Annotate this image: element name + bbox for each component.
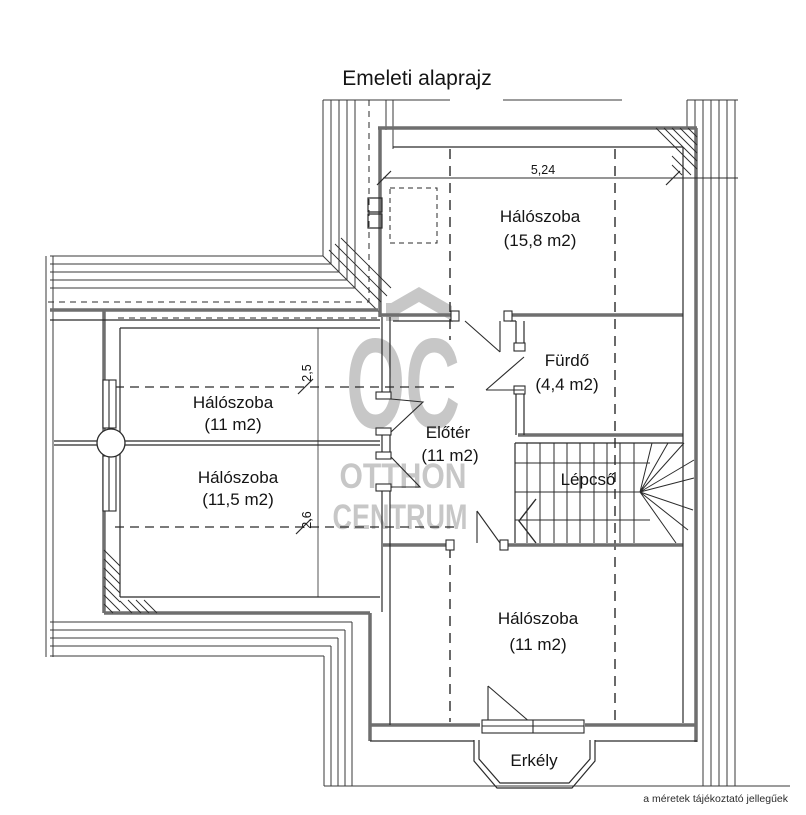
hatch-bottom-left-corner	[103, 549, 158, 614]
label-bedroom-left-upper-name: Hálószoba	[193, 393, 274, 412]
watermark-line2: CENTRUM	[333, 498, 468, 537]
footer-disclaimer: a méretek tájékoztató jellegűek	[643, 793, 788, 805]
doors-windows	[96, 310, 585, 734]
labels: Emeleti alaprajz Hálószoba (15,8 m2) Für…	[193, 67, 789, 805]
label-staircase: Lépcső	[561, 470, 616, 489]
staircase-treads	[515, 442, 695, 544]
stair-direction-arrow	[518, 498, 537, 544]
page-title: Emeleti alaprajz	[342, 67, 491, 90]
label-bedroom-left-lower-area: (11,5 m2)	[202, 490, 274, 509]
dim-top-width: 5,24	[531, 163, 555, 177]
stair-tread-lines	[526, 443, 635, 543]
label-bedroom-bottom-name: Hálószoba	[498, 609, 579, 628]
chimney-boxes	[367, 197, 383, 229]
hatch-marks	[103, 127, 698, 614]
label-bedroom-left-upper-area: (11 m2)	[204, 415, 261, 434]
dashed-lines	[48, 100, 616, 722]
hall-west-wall	[381, 317, 391, 725]
walls-thick	[50, 126, 698, 742]
stair-stringers	[515, 462, 650, 521]
balcony-sill-lines	[482, 720, 584, 733]
label-bathroom-name: Fürdő	[545, 351, 589, 370]
dimension-dashed-horizontals	[115, 386, 458, 528]
door-swing-bathroom	[485, 356, 525, 391]
door-swing-left-room2	[390, 456, 422, 488]
dimension-marks	[295, 170, 738, 597]
dim-left-upper-depth: 2,5	[300, 364, 314, 381]
hatch-valley-corner	[328, 237, 392, 303]
label-bedroom-top-area: (15,8 m2)	[504, 231, 577, 250]
watermark-monogram: OC	[346, 313, 460, 456]
door-swing-balcony	[487, 685, 532, 724]
dim-left-lower-depth: 2,6	[300, 511, 314, 528]
watermark-roof-icon	[386, 287, 452, 321]
label-hall-name: Előtér	[426, 423, 471, 442]
label-bedroom-top-name: Hálószoba	[500, 207, 581, 226]
door-swing-top-bedroom	[464, 320, 501, 353]
left-wall-column	[96, 428, 126, 458]
label-bedroom-left-lower-name: Hálószoba	[198, 468, 279, 487]
ceiling-dashed-rect	[389, 187, 438, 244]
roof-band-top-verticals	[322, 100, 394, 288]
walls-thin	[50, 146, 697, 742]
roof-valley-line	[322, 255, 381, 314]
label-bedroom-bottom-area: (11 m2)	[509, 635, 566, 654]
dim-ticks-top	[376, 170, 681, 186]
roof-band-bottom	[50, 621, 353, 786]
label-bathroom-area: (4,4 m2)	[535, 375, 598, 394]
balcony-outline	[473, 740, 596, 789]
door-swing-left-room1	[390, 398, 425, 433]
roof-band-right	[686, 100, 736, 786]
watermark-line1: OTTHON	[340, 457, 467, 496]
roof-dashed-band	[48, 100, 380, 319]
watermark: OC OTTHON CENTRUM	[333, 287, 468, 537]
hatch-top-right-corner	[655, 127, 698, 176]
stairs-boundary	[514, 442, 683, 543]
stair-winder-fan	[639, 442, 695, 544]
roof-eaves-lines	[45, 99, 790, 787]
door-swing-bottom-bedroom	[476, 510, 501, 544]
roof-left-verticals	[45, 256, 54, 657]
leftwing-north-inner	[50, 319, 380, 329]
label-balcony: Erkély	[510, 751, 558, 770]
section-dashed-verticals	[449, 149, 616, 722]
dim-ticks-left	[295, 378, 314, 535]
label-hall-area: (11 m2)	[421, 446, 478, 465]
bath-west-wall	[515, 321, 525, 435]
roof-band-left-horizontals	[50, 255, 355, 289]
